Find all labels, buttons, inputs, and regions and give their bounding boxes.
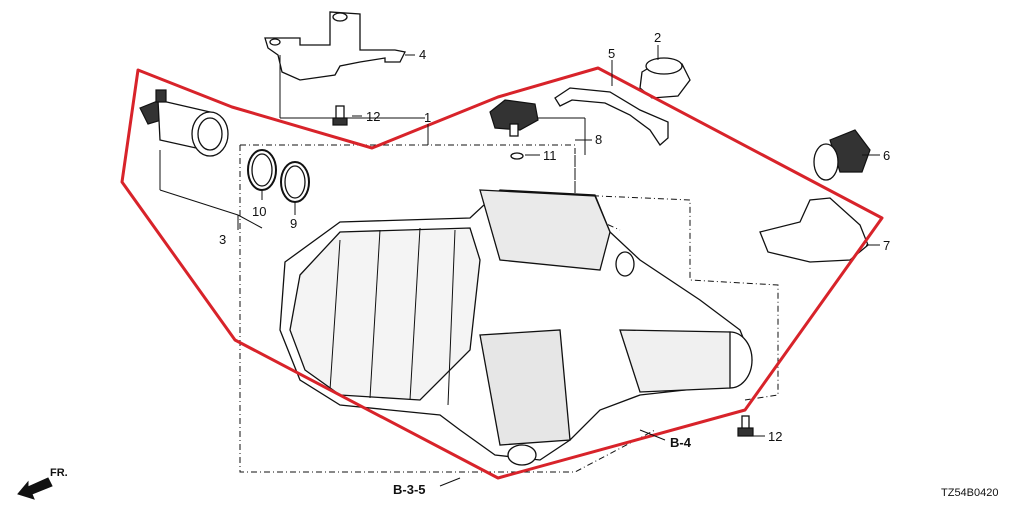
- cap-part: [639, 57, 691, 99]
- sensor-part: [489, 99, 539, 160]
- part-number-10: 10: [252, 204, 266, 219]
- leader-lines: [159, 45, 880, 487]
- part-number-1: 1: [424, 110, 431, 125]
- front-direction-label: FR.: [50, 467, 68, 479]
- highlight-outline: [120, 66, 884, 480]
- ref-label-b4: B-4: [670, 435, 692, 450]
- part-number-7: 7: [883, 238, 890, 253]
- part-number-12-upper: 12: [366, 109, 380, 124]
- bolt-upper: [332, 105, 348, 126]
- part-number-2: 2: [654, 30, 661, 45]
- bolt-lower: [737, 415, 754, 437]
- purge-valve-part: [139, 89, 229, 157]
- hose-part: [554, 87, 669, 146]
- part-number-3: 3: [219, 232, 226, 247]
- part-number-8: 8: [595, 132, 602, 147]
- diagram-code: TZ54B0420: [941, 487, 998, 499]
- o-rings: [247, 149, 310, 203]
- bracket-part: [264, 11, 406, 118]
- front-arrow-icon: [17, 477, 53, 500]
- canister-body: [279, 189, 753, 466]
- part-number-12-lower: 12: [768, 429, 782, 444]
- hose-7-part: [759, 197, 869, 263]
- part-number-11: 11: [543, 148, 557, 163]
- part-number-9: 9: [290, 216, 297, 231]
- valve-part: [813, 129, 871, 181]
- part-number-5: 5: [608, 46, 615, 61]
- part-number-4: 4: [419, 47, 426, 62]
- ref-label-b35: B-3-5: [393, 482, 426, 497]
- part-number-6: 6: [883, 148, 890, 163]
